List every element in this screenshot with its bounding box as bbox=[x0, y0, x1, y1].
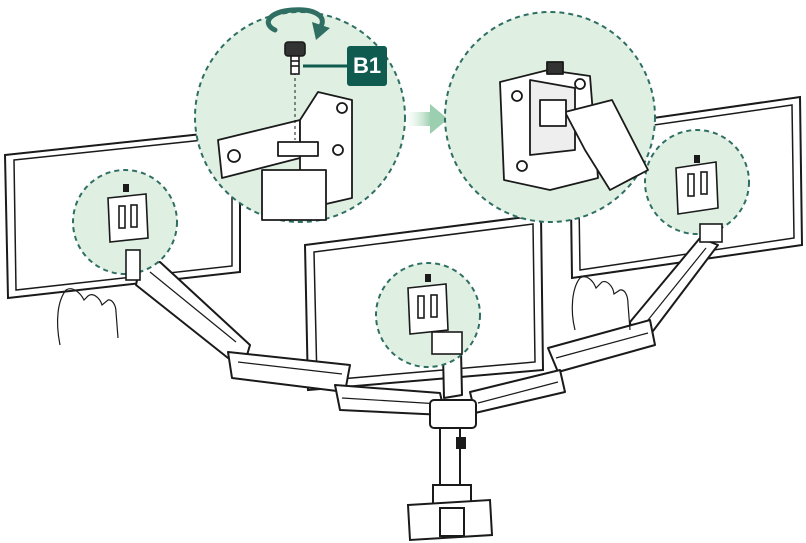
right-mount-detail bbox=[644, 129, 750, 243]
hand-icon-right bbox=[571, 276, 631, 331]
pole-and-clamp bbox=[406, 399, 494, 542]
arrow-right-icon bbox=[405, 104, 448, 134]
rotate-arrow-icon bbox=[265, 7, 330, 40]
thumb-screw-icon bbox=[284, 41, 306, 75]
right-arm bbox=[547, 237, 719, 373]
left-arm bbox=[135, 261, 351, 393]
center-mount-detail bbox=[375, 262, 481, 368]
hand-icon-left bbox=[56, 288, 119, 346]
left-mount-detail bbox=[72, 169, 178, 281]
callout-label-b1: B1 bbox=[347, 46, 387, 86]
assembled-zoom-detail bbox=[444, 11, 656, 223]
